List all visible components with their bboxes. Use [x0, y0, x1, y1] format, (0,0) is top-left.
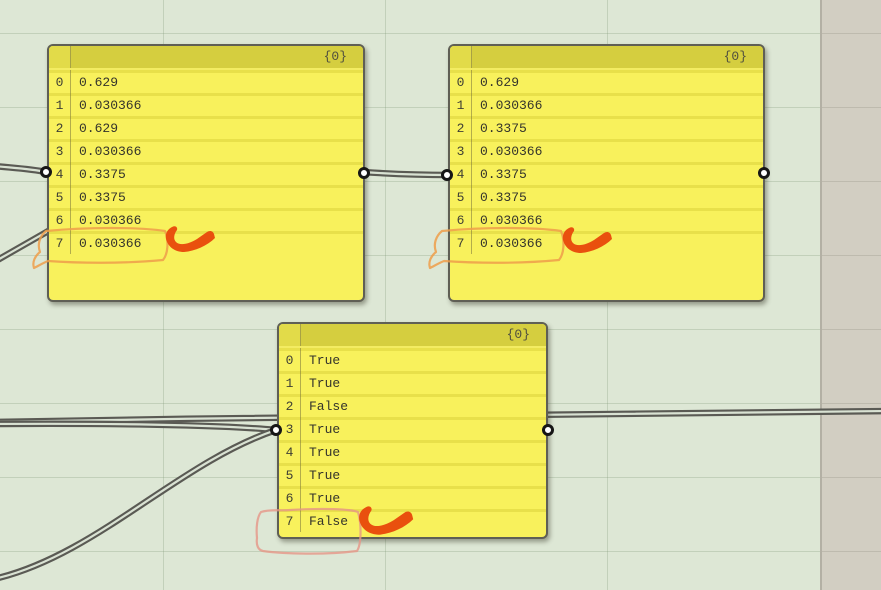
table-row: 6 True	[279, 486, 546, 509]
row-value: True	[309, 491, 341, 506]
row-value: 0.629	[480, 75, 520, 90]
wire-left-to-right-panel[interactable]	[363, 172, 450, 175]
table-row: 4 0.3375	[49, 162, 363, 185]
row-index: 5	[285, 468, 294, 483]
table-row: 6 0.030366	[49, 208, 363, 231]
row-index: 6	[456, 213, 465, 228]
row-index: 1	[285, 376, 294, 391]
row-index: 4	[55, 167, 64, 182]
table-row: 6 0.030366	[450, 208, 763, 231]
panel-path-label: {0}	[323, 49, 347, 64]
index-column-divider	[300, 348, 301, 532]
row-value: 0.030366	[79, 144, 142, 159]
row-index: 4	[285, 445, 294, 460]
row-index: 3	[55, 144, 64, 159]
row-index: 1	[456, 98, 465, 113]
row-value: 0.030366	[480, 144, 543, 159]
row-value: True	[309, 422, 341, 437]
table-row: 1 0.030366	[450, 93, 763, 116]
row-index: 7	[285, 514, 294, 529]
table-row: 2 False	[279, 394, 546, 417]
table-row: 5 0.3375	[450, 185, 763, 208]
table-row: 0 0.629	[450, 70, 763, 93]
row-index: 6	[55, 213, 64, 228]
table-row: 7 0.030366	[49, 231, 363, 254]
row-value: 0.629	[79, 75, 119, 90]
table-row: 1 0.030366	[49, 93, 363, 116]
row-index: 4	[456, 167, 465, 182]
panel-path-label: {0}	[506, 327, 530, 342]
wire-curved-input-bottom-panel[interactable]	[0, 430, 276, 579]
row-value: False	[309, 399, 349, 414]
canvas-edge-region	[820, 0, 881, 590]
table-row: 4 True	[279, 440, 546, 463]
row-value: 0.030366	[79, 98, 142, 113]
row-value: True	[309, 445, 341, 460]
table-row: 0 0.629	[49, 70, 363, 93]
panel-header-index-cell	[279, 324, 301, 346]
row-index: 3	[456, 144, 465, 159]
row-index: 0	[456, 75, 465, 90]
row-index: 0	[55, 75, 64, 90]
table-row: 3 0.030366	[450, 139, 763, 162]
panel-header: {0}	[49, 46, 363, 70]
row-value: 0.3375	[480, 190, 527, 205]
table-row: 4 0.3375	[450, 162, 763, 185]
row-index: 7	[55, 236, 64, 251]
row-index: 2	[285, 399, 294, 414]
row-value: 0.629	[79, 121, 119, 136]
row-index: 7	[456, 236, 465, 251]
row-index: 2	[456, 121, 465, 136]
table-row: 7 0.030366	[450, 231, 763, 254]
panel-header-index-cell	[450, 46, 472, 68]
table-row: 3 0.030366	[49, 139, 363, 162]
panel-body: 0 0.629 1 0.030366 2 0.3375 3 0.030366 4 0.33…	[450, 70, 763, 254]
wire-input-bottom-panel[interactable]	[0, 424, 276, 430]
row-index: 5	[456, 190, 465, 205]
panel-header-index-cell	[49, 46, 71, 68]
row-value: 0.030366	[480, 213, 543, 228]
row-value: 0.030366	[79, 213, 142, 228]
row-index: 2	[55, 121, 64, 136]
row-index: 6	[285, 491, 294, 506]
index-column-divider	[70, 70, 71, 254]
data-panel-top-right[interactable]: {0} 0 0.629 1 0.030366 2 0.3375 3 0.030366 4…	[448, 44, 765, 302]
row-value: 0.3375	[480, 167, 527, 182]
row-value: 0.3375	[79, 167, 126, 182]
row-value: True	[309, 376, 341, 391]
panel-path-label: {0}	[723, 49, 747, 64]
row-value: 0.030366	[480, 236, 543, 251]
row-value: 0.3375	[79, 190, 126, 205]
table-row: 5 0.3375	[49, 185, 363, 208]
row-value: False	[309, 514, 349, 529]
table-row: 0 True	[279, 348, 546, 371]
row-index: 1	[55, 98, 64, 113]
panel-body: 0 0.629 1 0.030366 2 0.629 3 0.030366 4 0.337…	[49, 70, 363, 254]
row-index: 0	[285, 353, 294, 368]
row-value: 0.030366	[79, 236, 142, 251]
row-index: 3	[285, 422, 294, 437]
table-row: 2 0.629	[49, 116, 363, 139]
row-index: 5	[55, 190, 64, 205]
table-row: 5 True	[279, 463, 546, 486]
panel-header: {0}	[279, 324, 546, 348]
index-column-divider	[471, 70, 472, 254]
table-row: 7 False	[279, 509, 546, 532]
row-value: True	[309, 468, 341, 483]
table-row: 1 True	[279, 371, 546, 394]
wire-input-left-panel[interactable]	[0, 166, 46, 172]
table-row: 2 0.3375	[450, 116, 763, 139]
table-row: 3 True	[279, 417, 546, 440]
row-value: 0.030366	[480, 98, 543, 113]
panel-header: {0}	[450, 46, 763, 70]
row-value: True	[309, 353, 341, 368]
row-value: 0.3375	[480, 121, 527, 136]
